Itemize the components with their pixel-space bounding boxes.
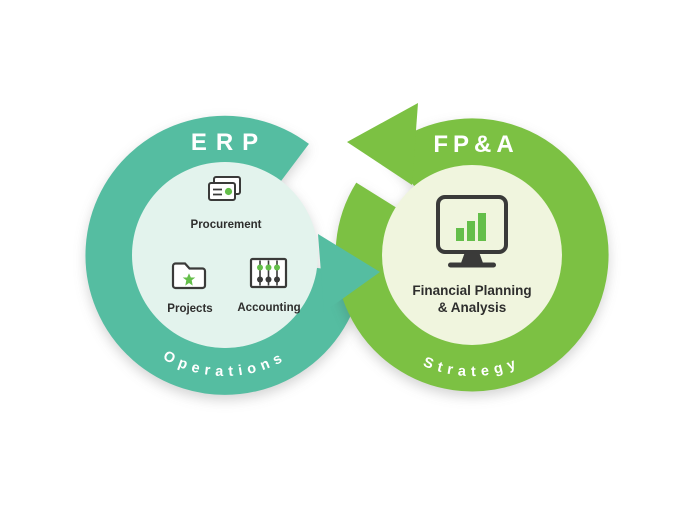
fpa-title: FP&A	[433, 131, 518, 158]
fpa-arrowhead-icon	[347, 103, 418, 185]
erp-cycle-ring	[85, 115, 364, 395]
fpa-center-label-line2: & Analysis	[438, 300, 507, 315]
star-icon	[182, 273, 196, 286]
procurement-label: Procurement	[191, 219, 262, 231]
erp-ring-arc	[85, 115, 364, 395]
projects-label: Projects	[167, 303, 212, 315]
erp-inner-disc	[132, 162, 318, 348]
abacus-icon	[249, 257, 288, 289]
fpa-ring-arc	[335, 118, 609, 392]
erp-title: ERP	[191, 129, 267, 156]
erp-arrowhead-icon	[318, 234, 380, 312]
fpa-center-label-line1: Financial Planning	[412, 283, 531, 298]
accounting-label: Accounting	[237, 302, 300, 314]
folder-star-icon	[171, 262, 207, 290]
monitor-chart-icon	[436, 195, 508, 268]
documents-icon	[208, 176, 241, 201]
